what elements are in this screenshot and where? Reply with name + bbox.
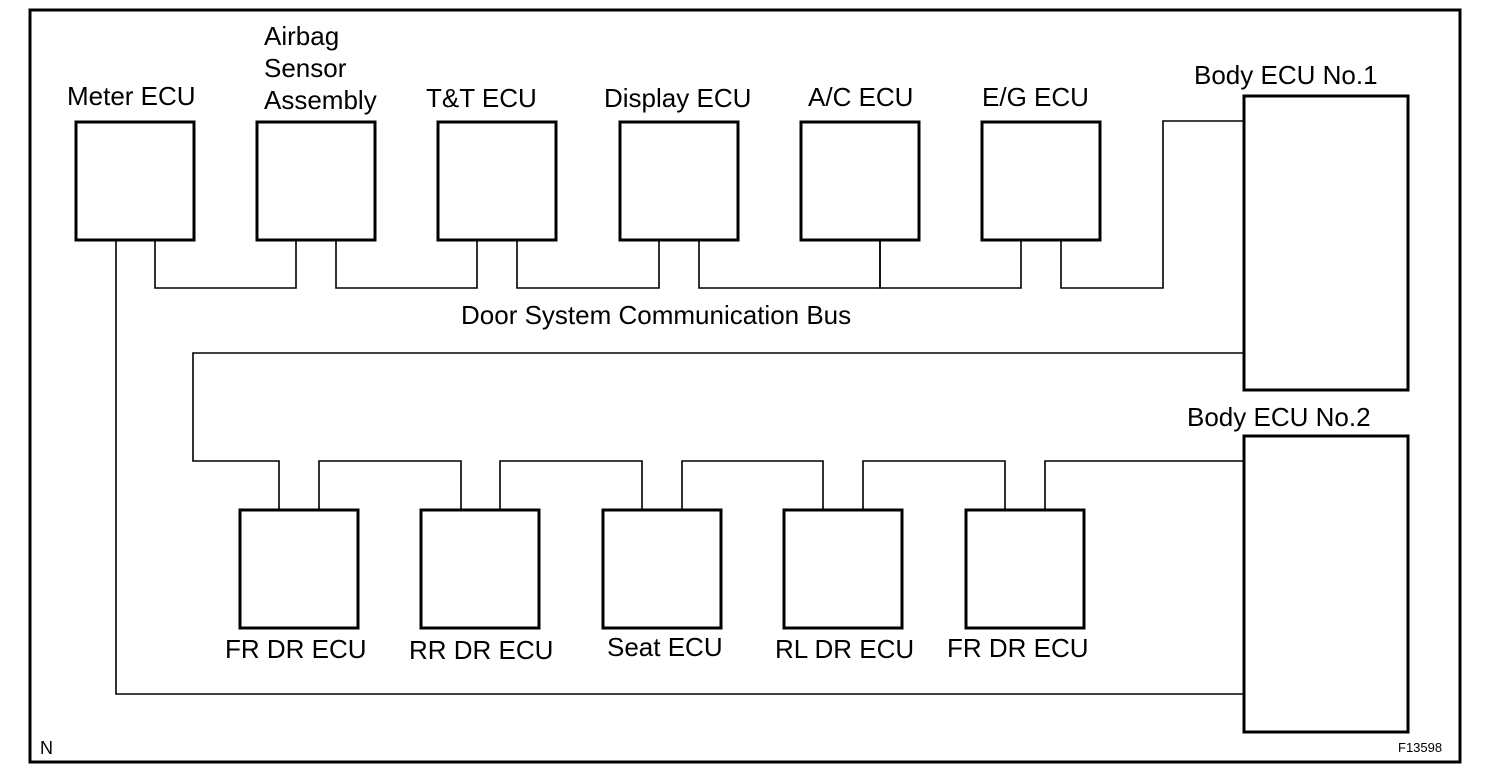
bus-rldr-frdr2 (862, 460, 1006, 510)
rr-dr-ecu-label: RR DR ECU (409, 635, 553, 665)
bus-airbag-tt (335, 240, 478, 289)
bus-rrdr-seat (499, 460, 643, 510)
display-ecu-label: Display ECU (604, 83, 751, 113)
meter-ecu-box (74, 120, 196, 242)
airbag-label-line3: Assembly (264, 85, 377, 115)
fr-dr-ecu-2-label: FR DR ECU (947, 633, 1089, 663)
meter-ecu-label: Meter ECU (67, 81, 196, 111)
line-meter-body2 (115, 240, 1244, 695)
bus-ac-eg (879, 240, 1022, 289)
display-ecu-box (618, 120, 740, 242)
bus-label: Door System Communication Bus (461, 300, 851, 330)
rr-dr-ecu-box (419, 508, 541, 630)
bus-seat-rldr (681, 460, 824, 510)
seat-ecu-label: Seat ECU (607, 632, 723, 662)
ac-ecu-box (799, 120, 921, 242)
bus-frdr1-rrdr (318, 460, 462, 510)
figure-code: F13598 (1398, 740, 1442, 755)
rl-dr-ecu-label: RL DR ECU (775, 634, 914, 664)
corner-mark: N (40, 738, 53, 758)
body-ecu-2-label: Body ECU No.2 (1187, 402, 1371, 432)
diagram-frame (28, 8, 1462, 764)
airbag-label-line1: Airbag (264, 21, 339, 51)
bus-display-ac (698, 240, 881, 289)
fr-dr-ecu-1-box (238, 508, 360, 630)
body-ecu-1-box (1242, 94, 1410, 392)
eg-ecu-box (980, 120, 1102, 242)
tt-ecu-label: T&T ECU (426, 83, 537, 113)
bus-eg-body1 (1060, 120, 1244, 289)
bus-frdr2-body2 (1044, 460, 1244, 510)
body-ecu-2-box (1242, 434, 1410, 734)
tt-ecu-box (436, 120, 558, 242)
ac-ecu-label: A/C ECU (808, 82, 913, 112)
fr-dr-ecu-1-label: FR DR ECU (225, 634, 367, 664)
rl-dr-ecu-box (782, 508, 904, 630)
seat-ecu-box (601, 508, 723, 630)
bus-tt-display (516, 240, 660, 289)
bus-meter-airbag (154, 240, 297, 289)
bus-body1-frdr1 (192, 352, 1244, 510)
fr-dr-ecu-2-box (964, 508, 1086, 630)
airbag-label-line2: Sensor (264, 53, 347, 83)
airbag-sensor-box (255, 120, 377, 242)
eg-ecu-label: E/G ECU (982, 82, 1089, 112)
body-ecu-1-label: Body ECU No.1 (1194, 60, 1378, 90)
